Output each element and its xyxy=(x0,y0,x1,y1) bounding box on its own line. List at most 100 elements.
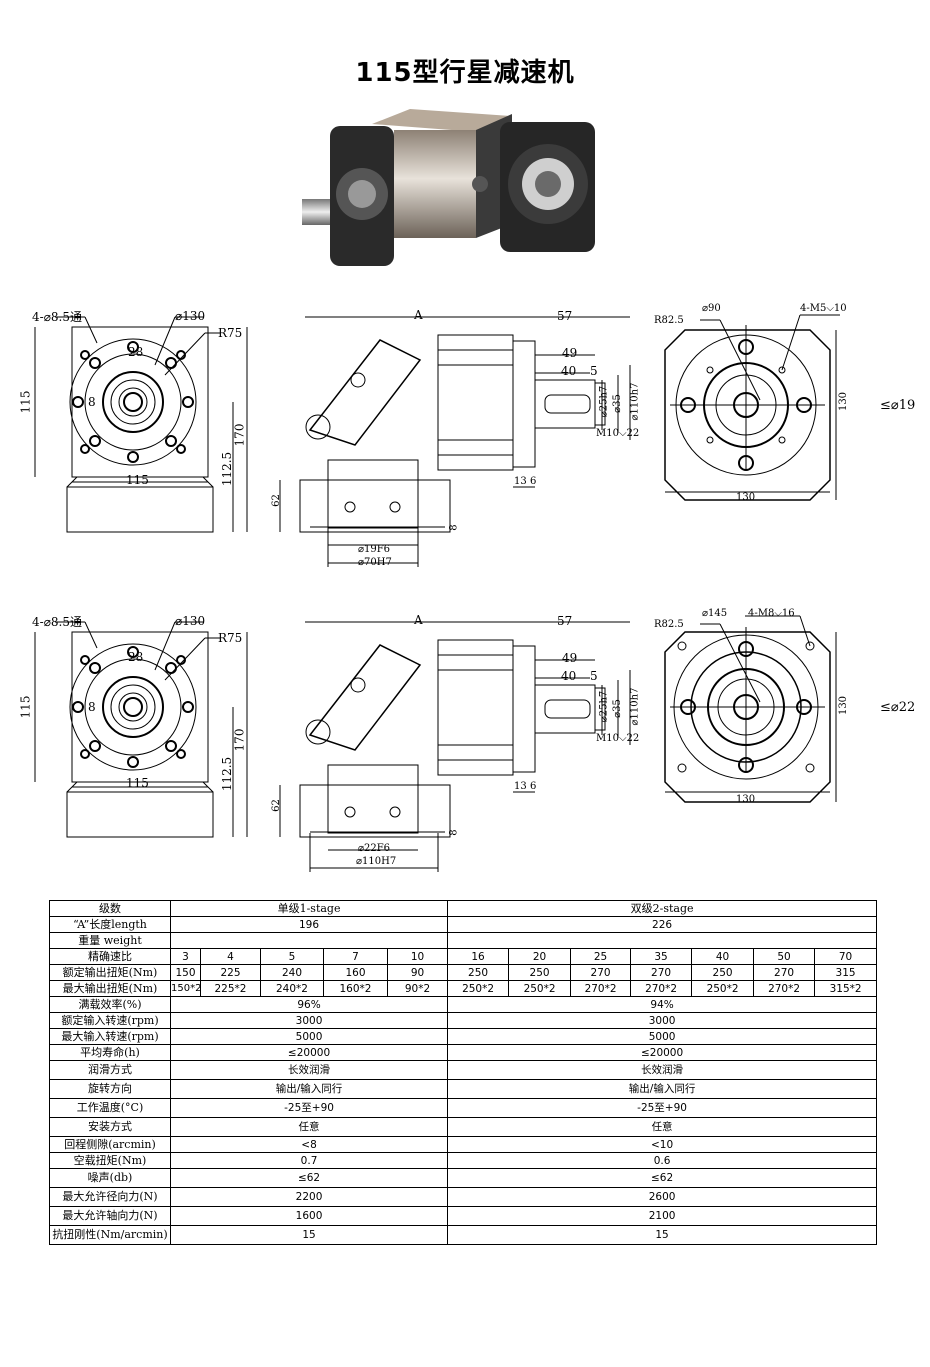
cell: ≤20000 xyxy=(447,1044,878,1061)
cell xyxy=(169,932,449,949)
row-label: 工作温度(°C) xyxy=(49,1098,171,1118)
front-view-1 xyxy=(34,316,248,533)
cell: 225 xyxy=(200,964,261,981)
cell: 5000 xyxy=(447,1028,878,1045)
row-label: 满载效率(%) xyxy=(49,996,171,1013)
radius-label-1: R75 xyxy=(218,326,243,340)
cell: 250 xyxy=(447,964,510,981)
dim-h130-1: 130 xyxy=(838,391,850,412)
dim-d110-2: ⌀110h7 xyxy=(629,687,641,726)
pcd-label-1: ⌀130 xyxy=(175,309,206,323)
cell: 1600 xyxy=(169,1206,449,1226)
cell: ≤62 xyxy=(169,1168,449,1188)
radius-rear-2: R82.5 xyxy=(654,619,684,630)
cell: 250 xyxy=(508,964,572,981)
stage-single: 单级1-stage xyxy=(169,900,449,917)
cell: 0.7 xyxy=(169,1152,449,1169)
row-label: 润滑方式 xyxy=(49,1060,171,1080)
dim-d35-2: ⌀35 xyxy=(611,699,623,718)
cell: 输出/输入同行 xyxy=(169,1079,449,1099)
dim-w130-1: 130 xyxy=(736,492,756,503)
spec-table: 级数 单级1-stage 双级2-stage “A”长度length 196 2… xyxy=(49,900,878,1245)
row-label: 额定输出扭矩(Nm) xyxy=(49,964,171,981)
dim-h170-1: 170 xyxy=(232,423,247,447)
cell: 3000 xyxy=(169,1012,449,1029)
dim-h62-2: 62 xyxy=(270,799,282,812)
dim-13-2: 13 xyxy=(514,781,527,792)
table-row: 最大允许径向力(N) 2200 2600 xyxy=(49,1187,878,1207)
bore2-label-1: ⌀70H7 xyxy=(358,557,392,568)
cell: ≤62 xyxy=(447,1168,878,1188)
pcd-rear-1: ⌀90 xyxy=(702,303,721,314)
rear-view-1 xyxy=(664,314,840,501)
dim-d35-1: ⌀35 xyxy=(611,394,623,413)
table-row: 最大允许轴向力(N) 1600 2100 xyxy=(49,1206,878,1226)
cell: 315 xyxy=(814,964,878,981)
table-row: 额定输入转速(rpm) 3000 3000 xyxy=(49,1012,878,1029)
stage-double: 双级2-stage xyxy=(447,900,878,917)
cell: 16 xyxy=(447,948,510,965)
dim-d25-2: ⌀25h7 xyxy=(598,690,610,723)
cell: 2200 xyxy=(169,1187,449,1207)
dim-w130-2: 130 xyxy=(736,794,756,805)
shaft-note-2: ≤⌀22 xyxy=(880,700,916,715)
cell: 150 xyxy=(170,964,201,981)
cell: 3000 xyxy=(447,1012,878,1029)
cell: 270 xyxy=(570,964,632,981)
radius-rear-1: R82.5 xyxy=(654,315,684,326)
table-row: 重量 weight xyxy=(49,932,878,949)
bore-label-2: ⌀22F6 xyxy=(358,843,391,854)
holes-label-2: 4-⌀8.5通 xyxy=(32,615,82,629)
cell: <10 xyxy=(447,1136,878,1153)
dim-h115-2: 115 xyxy=(18,695,33,719)
cell: 160 xyxy=(323,964,388,981)
table-row: 平均寿命(h) ≤20000 ≤20000 xyxy=(49,1044,878,1061)
cell: 0.6 xyxy=(447,1152,878,1169)
cell: 4 xyxy=(200,948,261,965)
cell: 15 xyxy=(447,1225,878,1245)
cell: 270*2 xyxy=(570,980,632,997)
cell: 70 xyxy=(814,948,878,965)
dim-w115-1: 115 xyxy=(126,473,149,487)
dim-49-2: 49 xyxy=(562,651,578,665)
dim-d110-1: ⌀110h7 xyxy=(629,382,641,421)
holes-label-1: 4-⌀8.5通 xyxy=(32,310,82,324)
dim-h170-2: 170 xyxy=(232,728,247,752)
table-row: “A”长度length 196 226 xyxy=(49,916,878,933)
cell: 270*2 xyxy=(630,980,693,997)
cell: 250 xyxy=(691,964,755,981)
row-label: 额定输入转速(rpm) xyxy=(49,1012,171,1029)
side-view-2 xyxy=(279,621,631,872)
front-view-2 xyxy=(34,621,248,838)
dim-h115-1: 115 xyxy=(18,390,33,414)
cell: 196 xyxy=(169,916,449,933)
table-row: 抗扭刚性(Nm/arcmin) 15 15 xyxy=(49,1225,878,1245)
dim-8b-2: 8 xyxy=(448,829,460,836)
dim-5-1: 5 xyxy=(590,364,598,378)
dim-6-1: 6 xyxy=(530,476,537,487)
dim-h62-1: 62 xyxy=(270,494,282,507)
cell: 225*2 xyxy=(200,980,261,997)
table-row: 回程侧隙(arcmin) <8 <10 xyxy=(49,1136,878,1153)
cell: 50 xyxy=(753,948,816,965)
cell: 35 xyxy=(630,948,693,965)
cell: 7 xyxy=(323,948,388,965)
cell: 3 xyxy=(170,948,201,965)
cell: 90*2 xyxy=(386,980,449,997)
cell: 20 xyxy=(508,948,572,965)
thread-label-1: M10⌵22 xyxy=(596,428,640,439)
cell: ≤20000 xyxy=(169,1044,449,1061)
rear-view-2 xyxy=(664,615,837,803)
row-label: 空载扭矩(Nm) xyxy=(49,1152,171,1169)
dim-28-2: 28 xyxy=(128,650,144,664)
page-title: 115型行星减速机 xyxy=(355,58,575,88)
dim-57-2: 57 xyxy=(557,614,573,628)
table-row: 工作温度(°C) -25至+90 -25至+90 xyxy=(49,1098,878,1118)
dim-d25-1: ⌀25h7 xyxy=(598,385,610,418)
cell: 90 xyxy=(386,964,449,981)
cell: 270 xyxy=(630,964,693,981)
table-row: 安装方式 任意 任意 xyxy=(49,1117,878,1137)
table-row: 空载扭矩(Nm) 0.7 0.6 xyxy=(49,1152,878,1169)
dim-49-1: 49 xyxy=(562,346,578,360)
bore2-label-2: ⌀110H7 xyxy=(356,856,397,867)
